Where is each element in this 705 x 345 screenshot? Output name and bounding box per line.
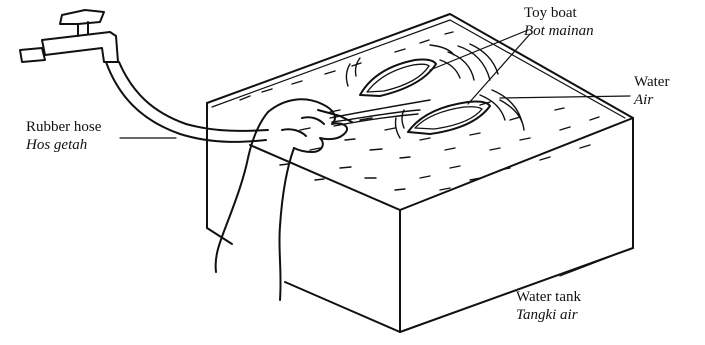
toy-boat-1 bbox=[360, 60, 436, 97]
toy-boat-2 bbox=[408, 102, 490, 135]
water-label: Water Air bbox=[634, 73, 669, 109]
hand bbox=[216, 99, 352, 300]
water-label-ms: Air bbox=[634, 91, 669, 109]
rubber-hose-label: Rubber hose Hos getah bbox=[26, 118, 101, 154]
water-jet bbox=[330, 100, 430, 126]
water-tank-label-ms: Tangki air bbox=[516, 306, 581, 324]
toy-boat-label: Toy boat Bot mainan bbox=[524, 4, 594, 40]
rubber-hose-label-en: Rubber hose bbox=[26, 118, 101, 136]
water-tank bbox=[207, 14, 633, 332]
water-label-en: Water bbox=[634, 73, 669, 91]
toy-boat-label-ms: Bot mainan bbox=[524, 22, 594, 40]
faucet bbox=[20, 10, 118, 62]
leader-lines bbox=[120, 30, 630, 276]
water-tank-label-en: Water tank bbox=[516, 288, 581, 306]
water-tank-label: Water tank Tangki air bbox=[516, 288, 581, 324]
rubber-hose bbox=[106, 62, 268, 142]
water-surface bbox=[240, 32, 599, 190]
rubber-hose-label-ms: Hos getah bbox=[26, 136, 101, 154]
toy-boat-label-en: Toy boat bbox=[524, 4, 594, 22]
